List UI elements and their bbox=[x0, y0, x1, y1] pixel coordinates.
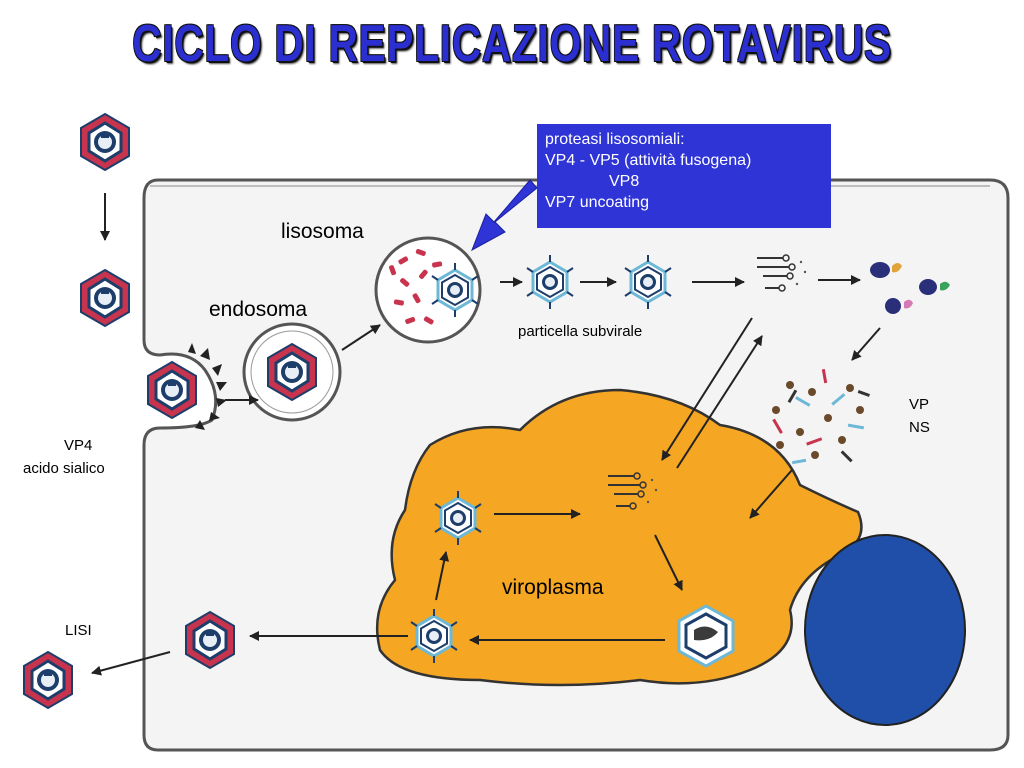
label-endosoma: endosoma bbox=[209, 298, 308, 321]
protein-products bbox=[870, 262, 950, 314]
infobox-line-2: VP4 - VP5 (attività fusogena) bbox=[545, 152, 752, 169]
infobox-line-3: VP8 bbox=[609, 173, 640, 190]
label-ns: NS bbox=[909, 419, 930, 436]
arrows bbox=[91, 193, 881, 676]
nucleus bbox=[804, 534, 966, 726]
label-vp: VP bbox=[909, 396, 930, 413]
label-lisosoma: lisosoma bbox=[281, 220, 364, 243]
viroplasm-particle-assembly bbox=[677, 604, 735, 668]
protease-info-box: proteasi lisosomiali: VP4 - VP5 (attivit… bbox=[537, 124, 831, 228]
receptor-spikes bbox=[188, 343, 227, 430]
infobox-line-1: proteasi lisosomiali: bbox=[545, 131, 685, 148]
label-particella-subvirale: particella subvirale bbox=[518, 323, 643, 340]
label-viroplasma: viroplasma bbox=[502, 576, 604, 599]
infobox-pointer bbox=[471, 179, 538, 252]
virus-attaching bbox=[79, 268, 131, 328]
viroplasm bbox=[375, 388, 863, 687]
label-acido-sialico: acido sialico bbox=[23, 460, 105, 477]
label-lisi: LISI bbox=[65, 622, 92, 639]
virus-in-pit bbox=[146, 360, 198, 420]
lysosome-enzymes bbox=[389, 248, 443, 325]
infobox-line-4: VP7 uncoating bbox=[545, 194, 650, 211]
virus-outside-top bbox=[79, 112, 131, 172]
label-vp4: VP4 bbox=[64, 437, 93, 454]
virus-lysis bbox=[22, 650, 74, 710]
page-title: CICLO DI REPLICAZIONE ROTAVIRUS bbox=[132, 15, 892, 73]
protein-pool bbox=[772, 368, 870, 465]
